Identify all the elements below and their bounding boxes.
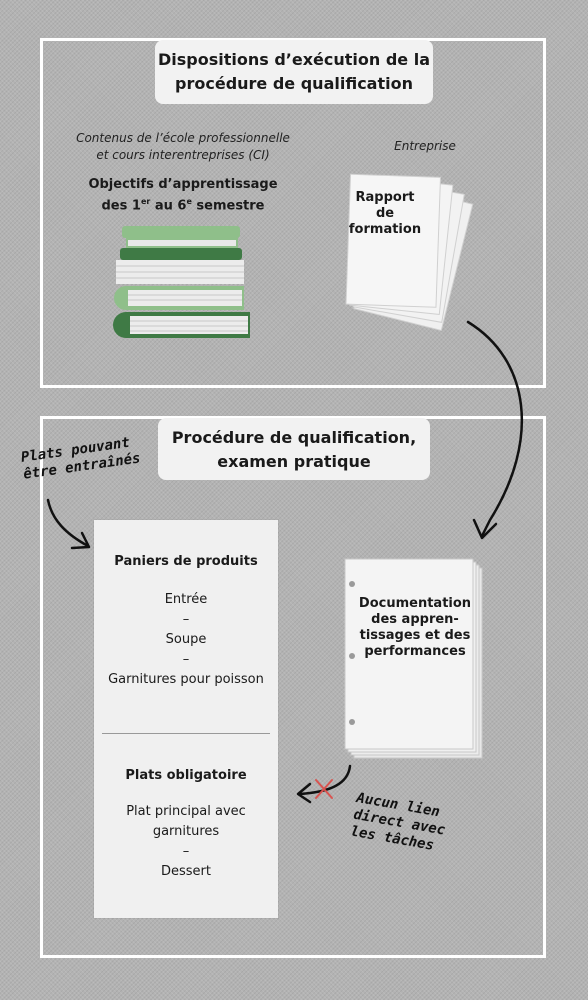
top-title-line1: Dispositions d’exécution de la: [157, 50, 431, 69]
objectives-post: semestre: [191, 198, 265, 214]
product-baskets-heading: Paniers de produits: [114, 554, 258, 569]
list-item: –: [182, 612, 190, 627]
bottom-section-frame: [40, 416, 546, 958]
top-section-title: Dispositions d’exécution de la procédure…: [155, 40, 433, 104]
documentation-to-dishes-arrow: [298, 764, 352, 796]
book-stack-icon: [113, 226, 250, 338]
list-item: Garnitures pour poisson: [108, 672, 264, 687]
training-report-pages-icon: [345, 173, 474, 332]
company-note: Entreprise: [394, 139, 456, 153]
list-item: Dessert: [161, 864, 211, 879]
objectives-sup2: e: [186, 197, 192, 206]
arrow-head-icon: [70, 531, 91, 550]
doc-line4: performances: [364, 644, 466, 659]
top-title-line2: procédure de qualification: [175, 74, 413, 93]
objectives-pre: des 1: [101, 198, 141, 214]
training-report-label: Rapport de formation: [347, 190, 423, 238]
report-to-documentation-arrow: [466, 320, 524, 538]
objectives-line1: Objectifs d’apprentissage: [88, 177, 278, 192]
doc-line2: des appren-: [371, 612, 459, 627]
bottom-title-line1: Procédure de qualification,: [171, 428, 417, 447]
list-item: –: [182, 652, 190, 667]
objectives-line2: des 1er au 6e semestre: [70, 193, 296, 214]
bottom-section-title: Procédure de qualification, examen prati…: [158, 418, 430, 480]
cross-icon: [315, 779, 333, 799]
arrow-head-icon: [472, 518, 498, 540]
school-note-line1: Contenus de l’école professionnelle: [76, 131, 290, 145]
top-section-frame: [40, 38, 546, 388]
objectives-sup1: er: [140, 197, 151, 206]
report-line1: Rapport: [355, 190, 415, 205]
bottom-title-line2: examen pratique: [217, 452, 371, 471]
trainable-note-arrow: [46, 498, 90, 548]
list-item: garnitures: [152, 824, 220, 839]
report-line2: de: [375, 206, 395, 221]
report-line3: formation: [348, 222, 422, 237]
doc-line3: tissages et des: [359, 628, 471, 643]
list-item: Plat principal avec: [126, 804, 246, 819]
card-divider: [102, 733, 270, 734]
product-baskets-section: Paniers de produits Entrée – Soupe – Gar…: [94, 552, 278, 690]
documentation-binder-icon: [344, 558, 483, 759]
list-item: Entrée: [164, 592, 208, 607]
mandatory-dishes-heading: Plats obligatoire: [125, 768, 247, 783]
school-note: Contenus de l’école professionnelle et c…: [68, 130, 298, 164]
objectives-label: Objectifs d’apprentissage des 1er au 6e …: [70, 176, 296, 214]
doc-line1: Documentation: [358, 596, 472, 611]
documentation-label: Documentation des appren- tissages et de…: [356, 596, 474, 660]
objectives-mid: au 6: [150, 198, 187, 214]
dishes-card: Paniers de produits Entrée – Soupe – Gar…: [94, 520, 278, 918]
school-note-line2: et cours interentreprises (CI): [96, 148, 270, 162]
arrow-head-icon: [296, 782, 312, 804]
mandatory-dishes-section: Plats obligatoire Plat principal avec ga…: [94, 766, 278, 882]
list-item: Soupe: [165, 632, 207, 647]
list-item: –: [182, 844, 190, 859]
